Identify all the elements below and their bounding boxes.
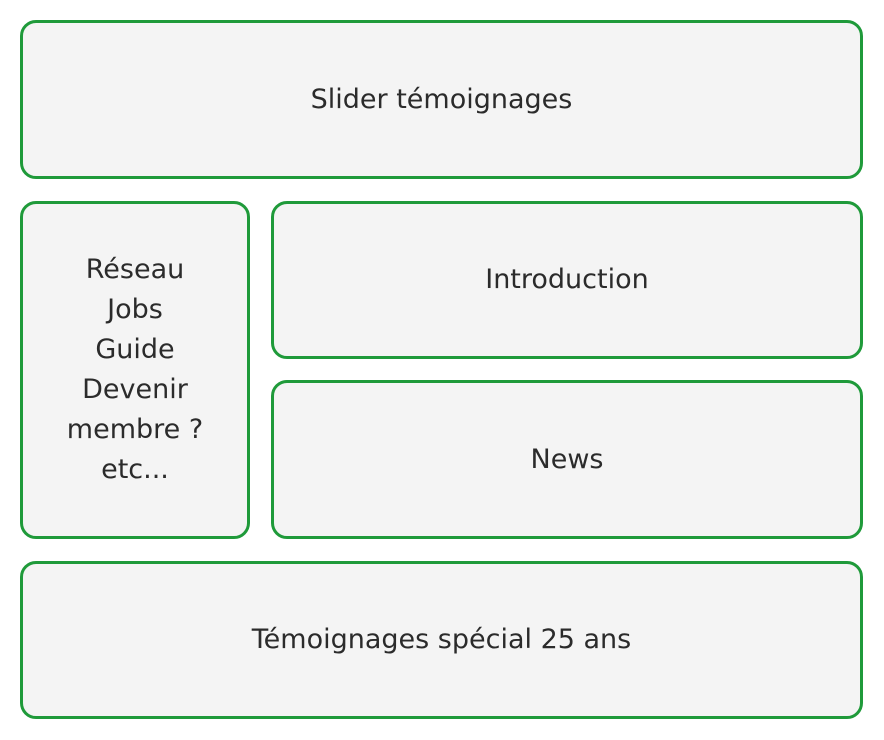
nav-line-guide: Guide: [95, 334, 175, 365]
slider-temoignages-block: Slider témoignages: [20, 20, 863, 179]
nav-line-membre: membre ?: [66, 414, 204, 445]
nav-line-devenir: Devenir: [82, 374, 188, 405]
nav-links-block: Réseau Jobs Guide Devenir membre ? etc..…: [20, 201, 250, 539]
news-label: News: [530, 443, 604, 475]
introduction-block: Introduction: [271, 201, 863, 359]
introduction-label: Introduction: [485, 264, 649, 295]
news-block: News: [271, 380, 863, 539]
temoignages-25-ans-label: Témoignages spécial 25 ans: [251, 624, 632, 655]
temoignages-25-ans-block: Témoignages spécial 25 ans: [20, 561, 863, 719]
slider-temoignages-label: Slider témoignages: [310, 83, 573, 115]
nav-line-jobs: Jobs: [107, 294, 163, 325]
nav-line-etc: etc...: [101, 454, 169, 485]
nav-line-reseau: Réseau: [85, 254, 185, 285]
